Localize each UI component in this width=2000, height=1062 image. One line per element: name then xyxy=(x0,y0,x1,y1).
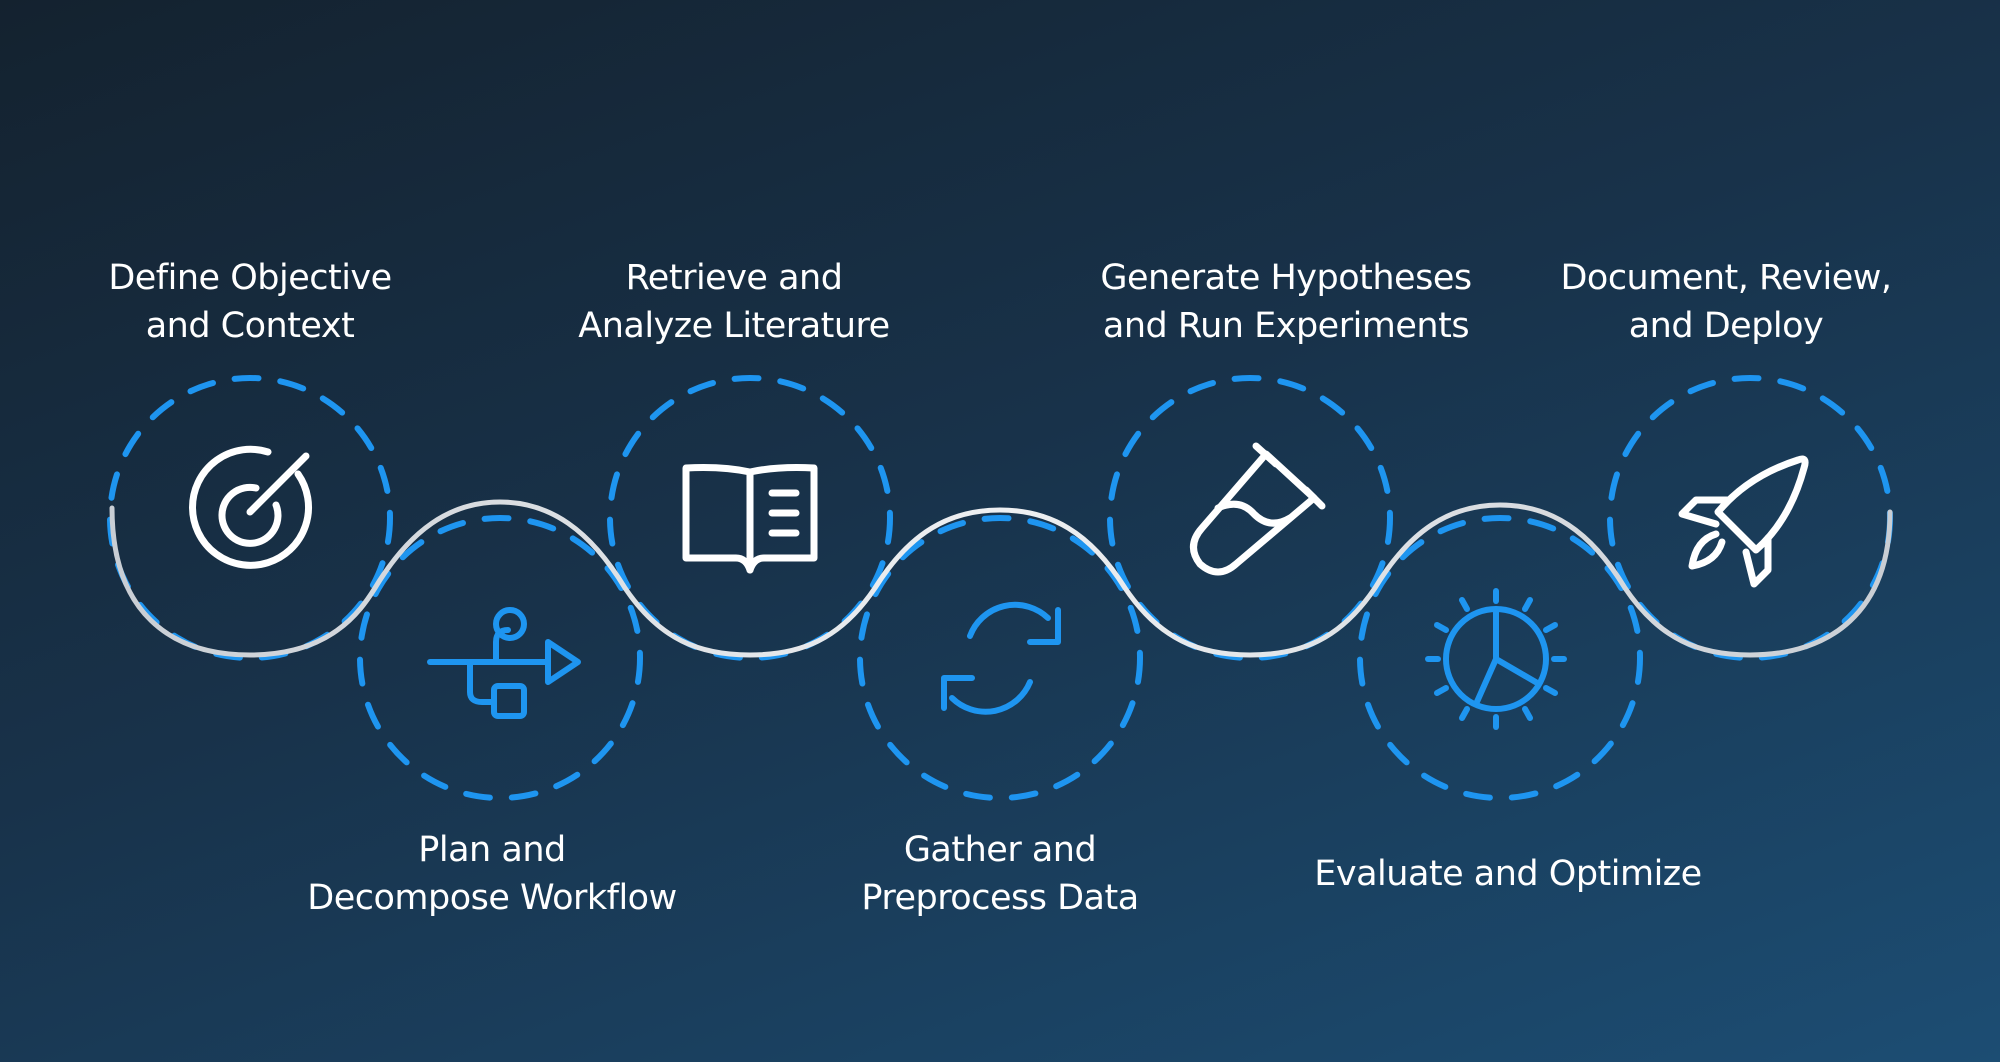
dashed-circle-6 xyxy=(1357,515,1643,801)
step-label-2: Plan and Decompose Workflow xyxy=(252,826,732,922)
test-tube-icon xyxy=(1190,442,1326,576)
step-5-line-1: Generate Hypotheses xyxy=(1100,258,1472,298)
rocket-icon xyxy=(1678,455,1809,588)
step-4-line-2: Preprocess Data xyxy=(861,878,1139,918)
usb-flow-icon xyxy=(427,607,581,719)
step-label-6: Evaluate and Optimize xyxy=(1268,850,1748,898)
step-2-line-2: Decompose Workflow xyxy=(307,878,677,918)
step-4-line-1: Gather and xyxy=(903,830,1097,870)
step-5-line-2: and Run Experiments xyxy=(1102,306,1470,346)
dashed-circle-2 xyxy=(357,515,643,801)
step-2-line-1: Plan and xyxy=(418,830,566,870)
step-7-line-1: Document, Review, xyxy=(1560,258,1892,298)
dashed-circle-4 xyxy=(857,515,1143,801)
wave-path xyxy=(109,499,1893,658)
step-1-line-1: Define Objective xyxy=(108,258,392,298)
step-label-1: Define Objective and Context xyxy=(10,254,490,350)
dashed-circle-1 xyxy=(107,375,393,661)
step-3-line-2: Analyze Literature xyxy=(578,306,890,346)
step-3-line-1: Retrieve and xyxy=(625,258,843,298)
dashed-circle-5 xyxy=(1107,375,1393,661)
step-label-4: Gather and Preprocess Data xyxy=(760,826,1240,922)
step-label-7: Document, Review, and Deploy xyxy=(1486,254,1966,350)
gear-chart-icon xyxy=(1425,588,1567,730)
step-label-3: Retrieve and Analyze Literature xyxy=(494,254,974,350)
step-6-line-1: Evaluate and Optimize xyxy=(1314,854,1702,894)
refresh-icon xyxy=(941,601,1061,715)
step-7-line-2: and Deploy xyxy=(1628,306,1824,346)
step-label-5: Generate Hypotheses and Run Experiments xyxy=(1046,254,1526,350)
dashed-circle-3 xyxy=(607,375,893,661)
target-icon xyxy=(189,445,312,569)
dashed-circle-7 xyxy=(1607,375,1893,661)
open-book-icon xyxy=(682,464,818,574)
step-1-line-2: and Context xyxy=(145,306,355,346)
